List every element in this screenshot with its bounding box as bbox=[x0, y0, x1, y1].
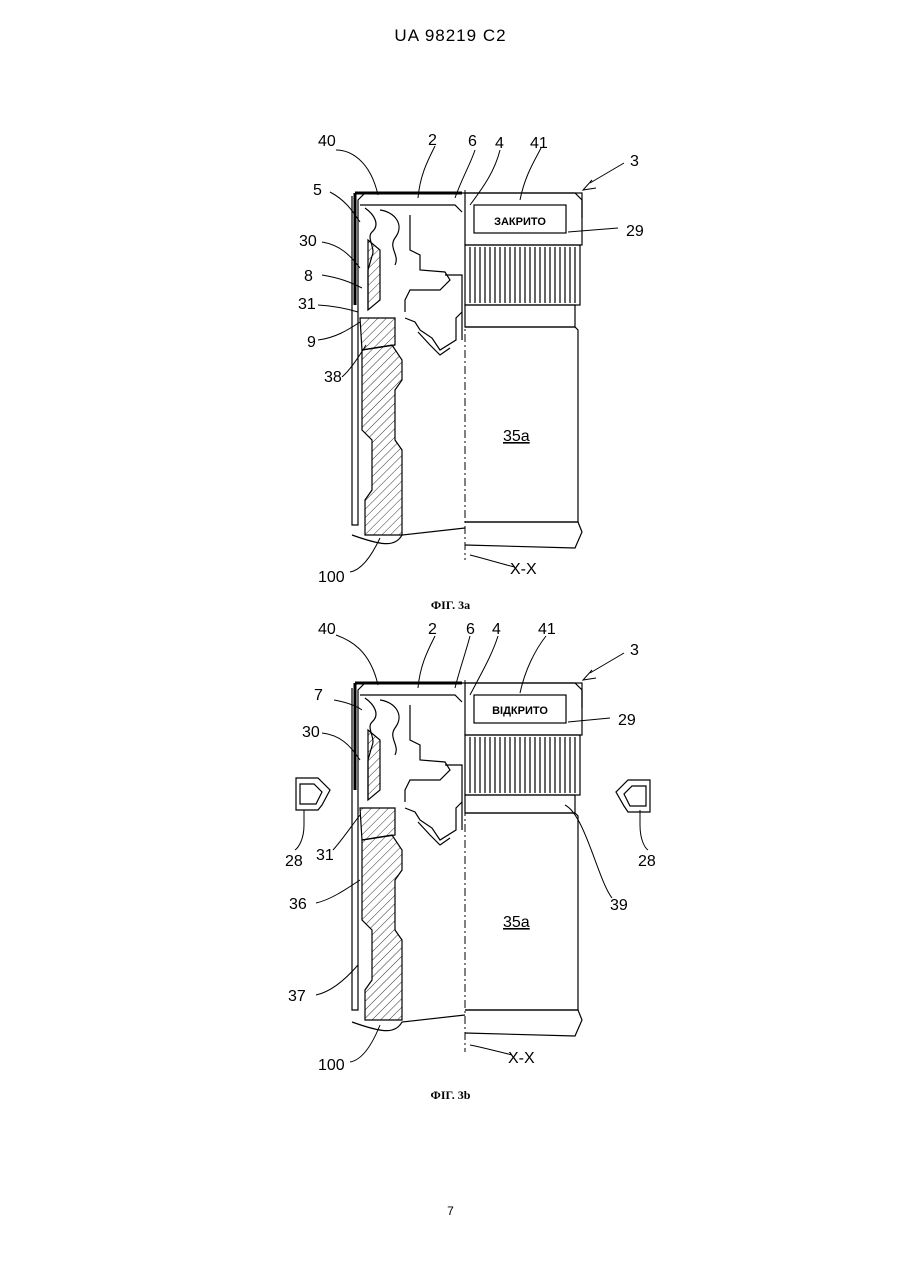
ref-label: 7 bbox=[314, 687, 323, 704]
ref-label: 100 bbox=[318, 1057, 345, 1074]
ref-label: 40 bbox=[318, 621, 336, 638]
ref-label: 4 bbox=[492, 621, 501, 638]
ref-label: 6 bbox=[466, 621, 475, 638]
ref-label: 37 bbox=[288, 988, 306, 1005]
ref-label: 35a bbox=[503, 914, 530, 931]
ref-label: 2 bbox=[428, 621, 437, 638]
ref-label: 30 bbox=[302, 724, 320, 741]
ref-label: 29 bbox=[618, 712, 636, 729]
figure-caption: ФІГ. 3b bbox=[0, 1088, 901, 1103]
status-label-open: ВІДКРИТО bbox=[492, 705, 548, 717]
ref-label: 28 bbox=[638, 853, 656, 870]
ref-label: 36 bbox=[289, 896, 307, 913]
ref-label: 39 bbox=[610, 897, 628, 914]
ref-label: 3 bbox=[630, 642, 639, 659]
ref-label: 41 bbox=[538, 621, 556, 638]
figure-3b-drawing: 40 2 6 4 41 3 7 30 31 28 36 37 29 35a 39… bbox=[0, 0, 901, 1100]
ref-label: 28 bbox=[285, 853, 303, 870]
page-number: 7 bbox=[0, 1204, 901, 1218]
ref-label: X-X bbox=[508, 1050, 535, 1067]
ref-label: 31 bbox=[316, 847, 334, 864]
